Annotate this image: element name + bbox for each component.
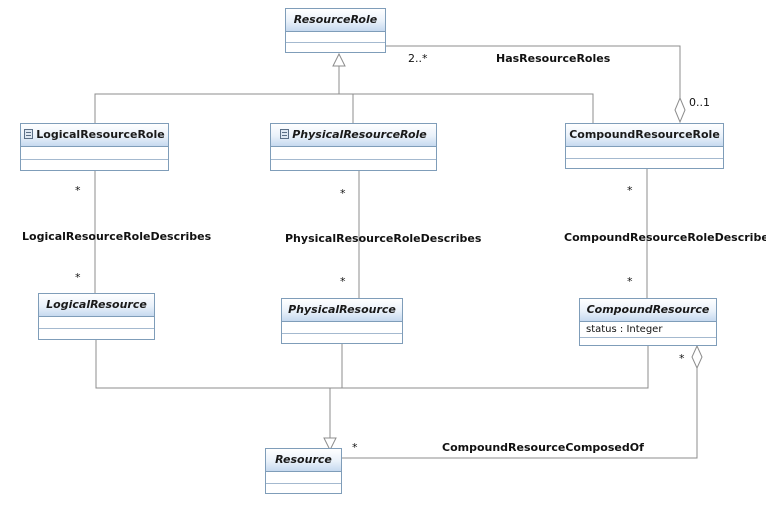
- operation-compartment: [271, 160, 436, 172]
- class-name: LogicalResource: [39, 294, 154, 317]
- class-name: LogicalResourceRole: [36, 128, 165, 141]
- operation-compartment: [566, 159, 723, 170]
- association-label-compound-describes: CompoundResourceRoleDescribes: [564, 231, 766, 244]
- attribute-compartment: [21, 147, 168, 160]
- multiplicity-has-resource-roles-target: 0..1: [689, 96, 710, 109]
- aggregation-diamond-composed-of: [691, 344, 703, 370]
- aggregation-diamond-has-resource-roles: [674, 96, 686, 124]
- class-icon: [24, 129, 34, 139]
- multiplicity-logical-describes-top: *: [75, 184, 81, 197]
- operation-compartment: [39, 329, 154, 340]
- attribute-compartment: status : Integer: [580, 322, 716, 338]
- class-header: PhysicalResourceRole: [271, 124, 436, 147]
- association-line-composed-of: [342, 368, 698, 459]
- class-physical-resource-role[interactable]: PhysicalResourceRole: [270, 123, 437, 171]
- class-compound-resource-role[interactable]: CompoundResourceRole: [565, 123, 724, 169]
- class-header: LogicalResourceRole: [21, 124, 168, 147]
- association-line-has-resource-roles: [386, 45, 681, 98]
- attribute-status: status : Integer: [586, 324, 663, 335]
- class-name: CompoundResource: [580, 299, 716, 322]
- multiplicity-physical-describes-top: *: [340, 187, 346, 200]
- attribute-compartment: [266, 472, 341, 484]
- class-logical-resource[interactable]: LogicalResource: [38, 293, 155, 340]
- attribute-compartment: [286, 32, 385, 43]
- operation-compartment: [286, 43, 385, 53]
- class-name: PhysicalResourceRole: [292, 128, 427, 141]
- multiplicity-has-resource-roles-source: 2..*: [408, 52, 428, 65]
- generalization-tree-resource: [95, 340, 649, 438]
- multiplicity-compound-describes-bottom: *: [627, 275, 633, 288]
- class-resource-role[interactable]: ResourceRole: [285, 8, 386, 53]
- generalization-tree-resource-role: [94, 66, 594, 123]
- association-label-composed-of: CompoundResourceComposedOf: [442, 441, 644, 454]
- association-label-logical-describes: LogicalResourceRoleDescribes: [22, 230, 212, 243]
- association-label-has-resource-roles: HasResourceRoles: [496, 52, 611, 65]
- operation-compartment: [580, 338, 716, 347]
- class-name: ResourceRole: [286, 9, 385, 32]
- association-label-physical-describes: PhysicalResourceRoleDescribes: [285, 232, 482, 245]
- attribute-compartment: [39, 317, 154, 329]
- multiplicity-compound-describes-top: *: [627, 184, 633, 197]
- class-name: Resource: [266, 449, 341, 472]
- class-resource[interactable]: Resource: [265, 448, 342, 494]
- class-physical-resource[interactable]: PhysicalResource: [281, 298, 403, 344]
- class-icon: [280, 129, 290, 139]
- attribute-compartment: [566, 147, 723, 159]
- class-name: PhysicalResource: [282, 299, 402, 322]
- class-name: CompoundResourceRole: [566, 124, 723, 147]
- generalization-arrowhead-resource: [323, 437, 337, 452]
- operation-compartment: [266, 484, 341, 495]
- attribute-compartment: [282, 322, 402, 334]
- generalization-arrowhead-resource-role: [332, 52, 346, 67]
- operation-compartment: [282, 334, 402, 345]
- attribute-compartment: [271, 147, 436, 160]
- multiplicity-logical-describes-bottom: *: [75, 271, 81, 284]
- multiplicity-composed-of-whole: *: [679, 352, 685, 365]
- multiplicity-physical-describes-bottom: *: [340, 275, 346, 288]
- class-compound-resource[interactable]: CompoundResource status : Integer: [579, 298, 717, 346]
- class-logical-resource-role[interactable]: LogicalResourceRole: [20, 123, 169, 171]
- multiplicity-composed-of-part: *: [352, 441, 358, 454]
- operation-compartment: [21, 160, 168, 172]
